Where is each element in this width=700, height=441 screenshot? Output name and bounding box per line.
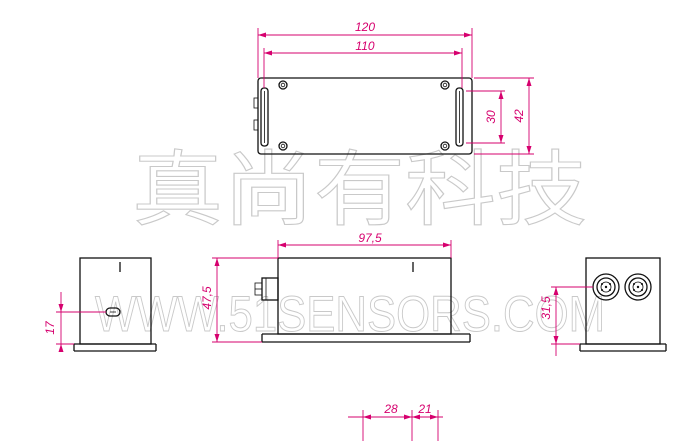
screw-top-right [440, 80, 450, 90]
left-tab [253, 97, 259, 109]
dim-label-28: 28 [383, 402, 398, 416]
screw-bottom-right [440, 141, 450, 151]
connector-left-icon [592, 273, 620, 301]
connector-right-icon [624, 273, 652, 301]
screw-bottom-left [278, 141, 288, 151]
dimension-28-21: 28 21 [348, 402, 443, 441]
top-view [253, 77, 473, 155]
dimension-97-5: 97,5 [277, 231, 452, 258]
front-view [254, 257, 471, 343]
dimension-30: 30 [466, 90, 505, 144]
right-mounting-slot [455, 87, 464, 147]
dimension-42: 42 [474, 77, 534, 155]
screw-top-left [278, 80, 288, 90]
top-view-body [257, 77, 473, 155]
dim-label-31-5: 31,5 [539, 296, 553, 320]
dim-label-120: 120 [355, 20, 375, 34]
dim-label-97-5: 97,5 [358, 231, 382, 245]
dimension-31-5: 31,5 [539, 286, 593, 356]
dim-label-47-5: 47,5 [200, 286, 214, 310]
dim-label-21: 21 [417, 402, 431, 416]
dimension-17: 17 [43, 292, 106, 352]
dim-label-17: 17 [43, 320, 57, 335]
dimension-47-5: 47,5 [200, 257, 278, 343]
left-mounting-slot [260, 87, 269, 147]
dimension-110: 110 [263, 39, 463, 88]
dimension-120: 120 [257, 20, 473, 78]
left-side-view [73, 257, 157, 352]
dim-label-110: 110 [355, 39, 374, 53]
watermark-english: WWW.51SENSORS.COM [95, 286, 605, 342]
watermark-chinese: 真尚有科技 [132, 143, 587, 238]
dim-label-30: 30 [484, 110, 498, 124]
dim-label-42: 42 [512, 109, 526, 123]
